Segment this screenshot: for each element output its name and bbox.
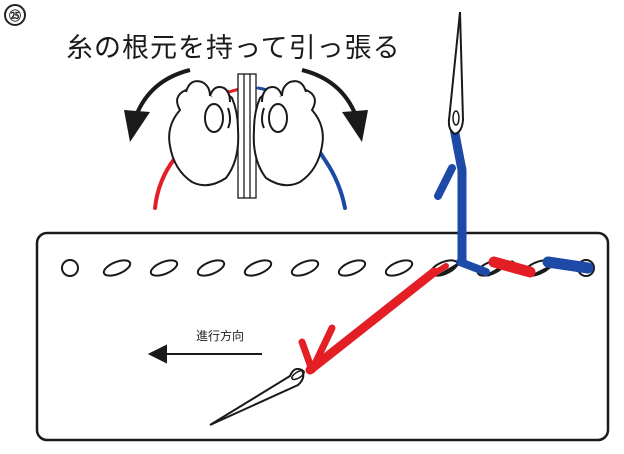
red-thread-down <box>298 267 439 375</box>
stitch-hole <box>290 259 320 277</box>
curved-arrow-icon <box>301 68 368 142</box>
stitch-hole <box>196 259 226 277</box>
direction-label: 進行方向 <box>196 329 245 343</box>
needle-icon <box>447 11 465 136</box>
instruction-text: 糸の根元を持って引っ張る <box>66 33 401 64</box>
step-number-badge: ㉕ <box>4 4 26 26</box>
curved-arrow-icon <box>124 68 191 142</box>
blue-stitch <box>542 256 594 274</box>
red-stitch <box>488 256 536 278</box>
direction-arrow-icon <box>147 344 262 364</box>
round-hole <box>61 259 79 277</box>
stitch-hole <box>384 259 414 277</box>
right-hand-icon <box>252 80 324 187</box>
leather-piece <box>35 231 610 442</box>
stitch-hole <box>243 259 273 277</box>
needle-icon <box>209 367 305 426</box>
stitch-hole <box>149 259 179 277</box>
stitch-hole <box>337 259 367 277</box>
stitch-hole <box>102 259 132 277</box>
left-hand-icon <box>168 80 240 187</box>
